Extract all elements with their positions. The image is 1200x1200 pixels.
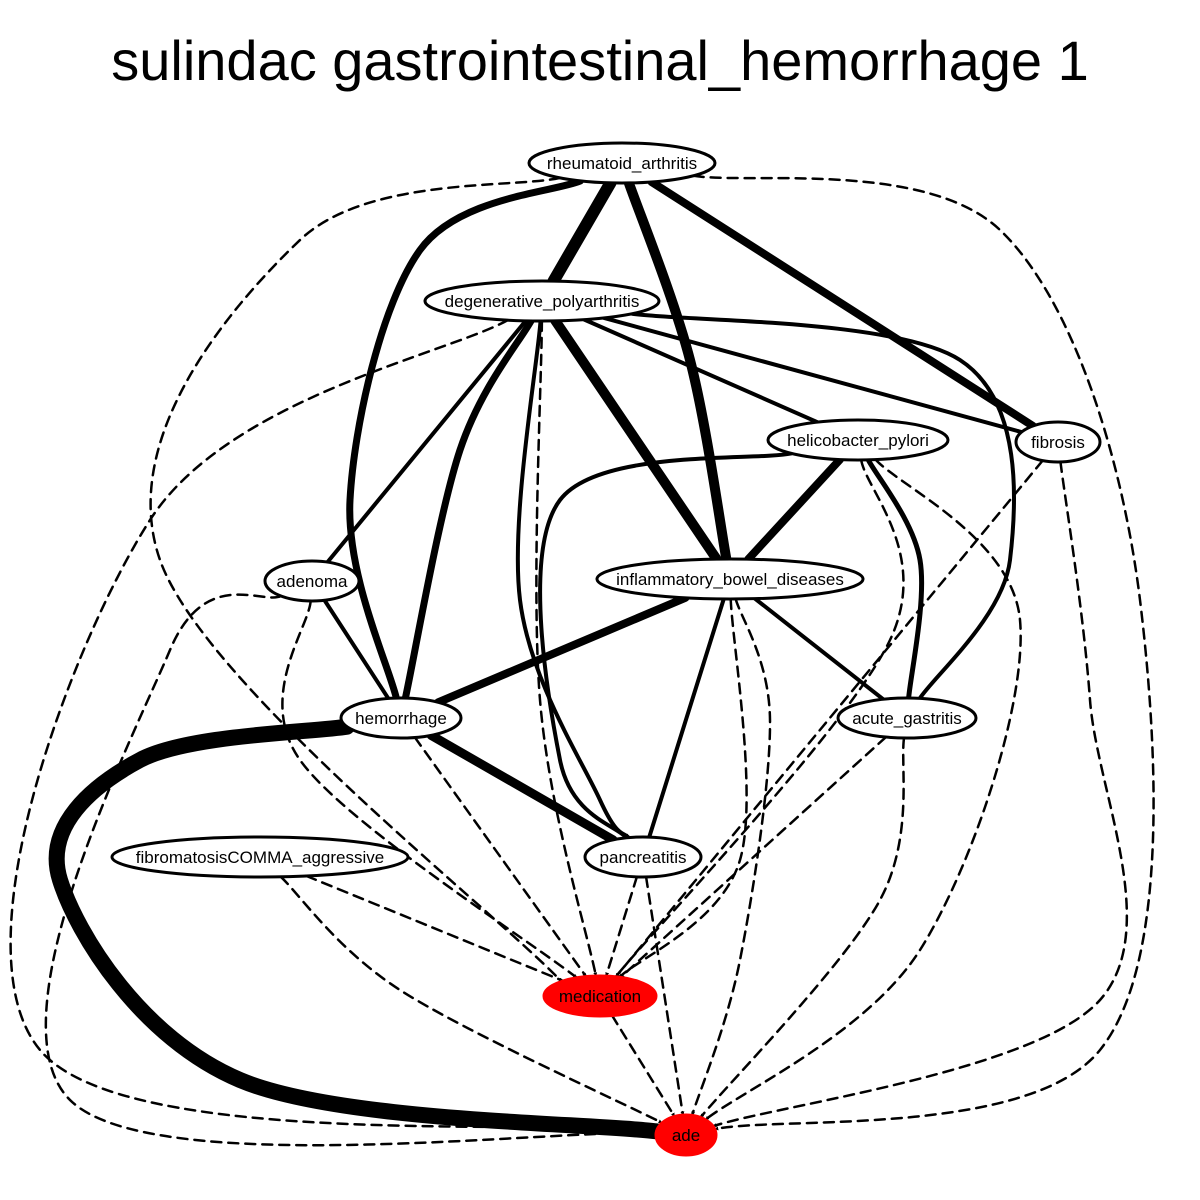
- node-label-adenoma: adenoma: [277, 572, 348, 591]
- node-label-pancreatitis: pancreatitis: [600, 848, 687, 867]
- edge-degenerative_polyarthritis-to-adenoma: [325, 318, 528, 565]
- node-label-acute_gastritis: acute_gastritis: [852, 709, 962, 728]
- edge-inflammatory_bowel_diseases-to-pancreatitis: [647, 596, 726, 840]
- edge-hemorrhage-to-medication: [413, 736, 588, 978]
- node-label-ade: ade: [672, 1126, 700, 1145]
- node-shape-pancreatitis: [583, 835, 703, 879]
- node-pancreatitis: pancreatitis: [583, 835, 703, 879]
- edge-helicobacter_pylori-to-acute_gastritis: [865, 457, 925, 701]
- node-shape-helicobacter_pylori: [766, 418, 950, 462]
- edge-fibromatosisCOMMA_aggressive-to-ade: [279, 875, 664, 1125]
- node-helicobacter_pylori: helicobacter_pylori: [766, 418, 950, 462]
- node-ade: ade: [654, 1113, 718, 1157]
- edge-rheumatoid_arthritis-to-fibrosis: [647, 177, 1037, 430]
- node-fibrosis: fibrosis: [1014, 420, 1102, 464]
- edge-fibrosis-to-ade: [711, 460, 1129, 1128]
- edge-hemorrhage-to-pancreatitis: [426, 730, 618, 845]
- edge-acute_gastritis-to-medication: [619, 735, 888, 979]
- edge-rheumatoid_arthritis-to-hemorrhage: [346, 177, 584, 702]
- edge-inflammatory_bowel_diseases-to-acute_gastritis: [753, 596, 886, 702]
- edge-adenoma-to-hemorrhage: [322, 598, 391, 701]
- edge-helicobacter_pylori-to-pancreatitis: [538, 451, 794, 840]
- edge-acute_gastritis-to-ade: [699, 736, 906, 1119]
- node-degenerative_polyarthritis: degenerative_polyarthritis: [423, 279, 661, 323]
- node-inflammatory_bowel_diseases: inflammatory_bowel_diseases: [595, 557, 865, 601]
- node-shape-inflammatory_bowel_diseases: [595, 557, 865, 601]
- edge-medication-to-ade: [610, 1014, 676, 1118]
- edge-pancreatitis-to-medication: [604, 875, 639, 978]
- edge-helicobacter_pylori-to-medication: [614, 458, 905, 979]
- node-label-degenerative_polyarthritis: degenerative_polyarthritis: [445, 292, 640, 311]
- node-fibromatosisCOMMA_aggressive: fibromatosisCOMMA_aggressive: [110, 835, 410, 879]
- edge-degenerative_polyarthritis-to-medication: [535, 319, 598, 978]
- node-label-medication: medication: [559, 987, 641, 1006]
- node-hemorrhage: hemorrhage: [339, 696, 463, 740]
- node-label-helicobacter_pylori: helicobacter_pylori: [787, 431, 929, 450]
- node-shape-ade: [654, 1113, 718, 1157]
- node-shape-acute_gastritis: [836, 696, 978, 740]
- edge-rheumatoid_arthritis-to-degenerative_polyarthritis: [547, 176, 617, 288]
- edge-helicobacter_pylori-to-ade: [704, 458, 1022, 1121]
- edge-hemorrhage-to-ade: [48, 718, 665, 1140]
- edge-helicobacter_pylori-to-inflammatory_bowel_diseases: [744, 455, 844, 564]
- node-acute_gastritis: acute_gastritis: [836, 696, 978, 740]
- node-rheumatoid_arthritis: rheumatoid_arthritis: [527, 141, 717, 185]
- edge-degenerative_polyarthritis-to-acute_gastritis: [630, 311, 1017, 701]
- edge-degenerative_polyarthritis-to-pancreatitis: [515, 318, 631, 840]
- edge-degenerative_polyarthritis-to-helicobacter_pylori: [582, 317, 820, 425]
- node-shape-adenoma: [263, 559, 361, 603]
- edge-degenerative_polyarthritis-to-ade: [9, 318, 658, 1133]
- node-label-fibromatosisCOMMA_aggressive: fibromatosisCOMMA_aggressive: [136, 848, 384, 867]
- node-shape-fibromatosisCOMMA_aggressive: [110, 835, 410, 879]
- edge-rheumatoid_arthritis-to-ade: [692, 174, 1155, 1131]
- graph-title: sulindac gastrointestinal_hemorrhage 1: [111, 29, 1089, 92]
- edge-rheumatoid_arthritis-to-inflammatory_bowel_diseases: [623, 177, 732, 565]
- node-adenoma: adenoma: [263, 559, 361, 603]
- node-shape-hemorrhage: [339, 696, 463, 740]
- edge-degenerative_polyarthritis-to-hemorrhage: [401, 317, 535, 702]
- edge-inflammatory_bowel_diseases-to-ade: [690, 597, 772, 1117]
- edge-inflammatory_bowel_diseases-to-hemorrhage: [434, 593, 690, 707]
- node-label-fibrosis: fibrosis: [1031, 433, 1085, 452]
- edge-degenerative_polyarthritis-to-inflammatory_bowel_diseases: [550, 315, 722, 565]
- node-label-hemorrhage: hemorrhage: [355, 709, 447, 728]
- edge-degenerative_polyarthritis-to-fibrosis: [602, 315, 1024, 435]
- nodes-layer: rheumatoid_arthritis degenerative_polyart…: [110, 141, 1102, 1157]
- edge-adenoma-to-medication: [281, 599, 579, 980]
- edge-fibrosis-to-medication: [614, 459, 1044, 979]
- edge-fibromatosisCOMMA_aggressive-to-medication: [305, 874, 565, 983]
- node-label-inflammatory_bowel_diseases: inflammatory_bowel_diseases: [616, 570, 844, 589]
- node-shape-degenerative_polyarthritis: [423, 279, 661, 323]
- edge-adenoma-to-ade: [44, 593, 658, 1147]
- edge-inflammatory_bowel_diseases-to-medication: [618, 597, 748, 979]
- node-label-rheumatoid_arthritis: rheumatoid_arthritis: [547, 154, 697, 173]
- edges-layer: [9, 174, 1155, 1147]
- node-medication: medication: [542, 974, 658, 1018]
- edge-pancreatitis-to-ade: [644, 875, 685, 1117]
- node-shape-medication: [542, 974, 658, 1018]
- node-shape-rheumatoid_arthritis: [527, 141, 717, 185]
- node-shape-fibrosis: [1014, 420, 1102, 464]
